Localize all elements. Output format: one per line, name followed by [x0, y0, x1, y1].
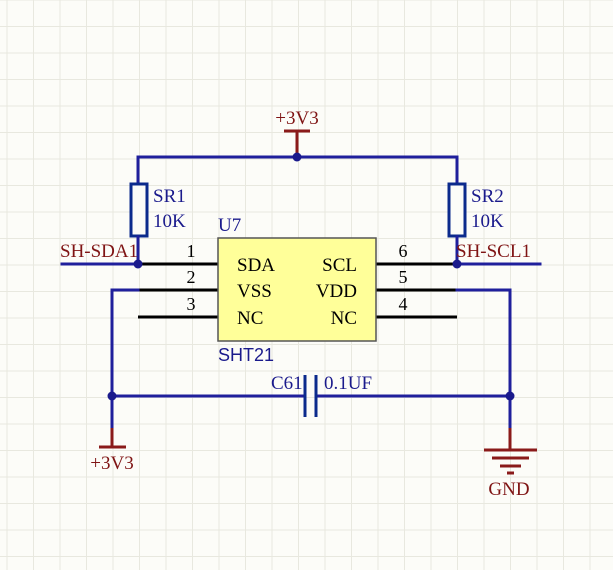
pin2-number: 2: [187, 267, 196, 287]
junction-cap-left: [107, 391, 117, 401]
junction-vcc-top: [292, 152, 302, 162]
sr1-value: 10K: [153, 211, 186, 232]
cap-designator: C61: [271, 373, 303, 394]
pin5-name: VDD: [316, 281, 357, 302]
cap-value: 0.1UF: [324, 373, 372, 394]
junction-cap-right: [505, 391, 515, 401]
pin6-name: SCL: [322, 255, 357, 276]
pin3-name: NC: [237, 308, 263, 329]
sr2-resistor-body: [447, 182, 467, 238]
pin6-number: 6: [399, 241, 408, 261]
sr2-value: 10K: [471, 211, 504, 232]
ic-designator: U7: [218, 215, 241, 236]
ic-part-number: SHT21: [218, 345, 274, 365]
junction-sda: [133, 259, 143, 269]
pin4-name: NC: [331, 308, 357, 329]
pin1-number: 1: [187, 241, 196, 261]
vcc-top-label: +3V3: [275, 108, 318, 129]
pin2-name: VSS: [237, 281, 272, 302]
gnd-label: GND: [488, 479, 529, 500]
ic-body: [217, 237, 377, 342]
pin4-number: 4: [399, 294, 408, 314]
pin3-number: 3: [187, 294, 196, 314]
scl-net-label: SH-SCL1: [456, 241, 531, 262]
sda-net-label: SH-SDA1: [60, 241, 138, 262]
pin5-number: 5: [399, 267, 408, 287]
junction-scl: [452, 259, 462, 269]
sr1-designator: SR1: [153, 186, 186, 207]
vcc-bottom-label: +3V3: [90, 453, 133, 474]
sr2-designator: SR2: [471, 186, 504, 207]
pin1-name: SDA: [237, 255, 275, 276]
sr1-resistor-body: [129, 182, 149, 238]
